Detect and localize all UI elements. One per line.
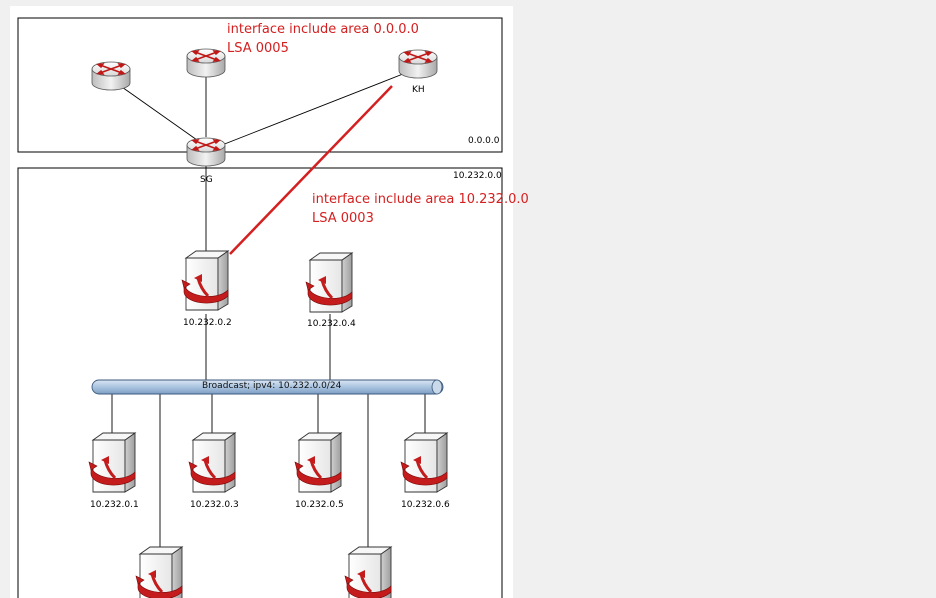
host-label-10-232-0-2: 10.232.0.2 <box>183 318 232 328</box>
l3-switch-icon <box>399 431 449 494</box>
host-label-10-232-0-3: 10.232.0.3 <box>190 500 239 510</box>
router-icon <box>186 48 226 78</box>
link-r1-sg <box>111 79 198 141</box>
host-label-10-232-0-4: 10.232.0.4 <box>307 319 356 329</box>
backbone-area-box <box>17 17 503 153</box>
host-label-10-232-0-1: 10.232.0.1 <box>90 500 139 510</box>
l3-switch-icon <box>180 249 230 312</box>
links <box>111 71 426 550</box>
l3-switch-icon <box>87 431 137 494</box>
broadcast-bus <box>91 379 444 395</box>
l3-switch-icon <box>134 545 184 598</box>
annotation-top-line1: interface include area 0.0.0.0 <box>227 22 419 37</box>
router-sg-icon <box>186 137 226 167</box>
backbone-area-label: 0.0.0.0 <box>468 136 500 146</box>
area-10-232-box <box>17 167 503 598</box>
area-10-232-label: 10.232.0.0 <box>453 171 502 181</box>
router-kh-label: KH <box>412 85 425 95</box>
annotation-mid-line2: LSA 0003 <box>312 211 374 226</box>
router-kh-icon <box>398 49 438 79</box>
annotation-mid-line1: interface include area 10.232.0.0 <box>312 192 529 207</box>
broadcast-bus-label: Broadcast; ipv4: 10.232.0.0/24 <box>202 381 342 391</box>
link-kh-sg <box>221 71 409 146</box>
router-sg-label: SG <box>200 175 213 185</box>
annotation-top-line2: LSA 0005 <box>227 41 289 56</box>
l3-switch-icon <box>187 431 237 494</box>
l3-switch-icon <box>293 431 343 494</box>
l3-switch-icon <box>304 251 354 314</box>
router-icon <box>91 61 131 91</box>
host-label-10-232-0-6: 10.232.0.6 <box>401 500 450 510</box>
l3-switch-icon <box>343 545 393 598</box>
page-background <box>10 6 513 598</box>
host-label-10-232-0-5: 10.232.0.5 <box>295 500 344 510</box>
annotation-pointer-line <box>229 85 393 255</box>
